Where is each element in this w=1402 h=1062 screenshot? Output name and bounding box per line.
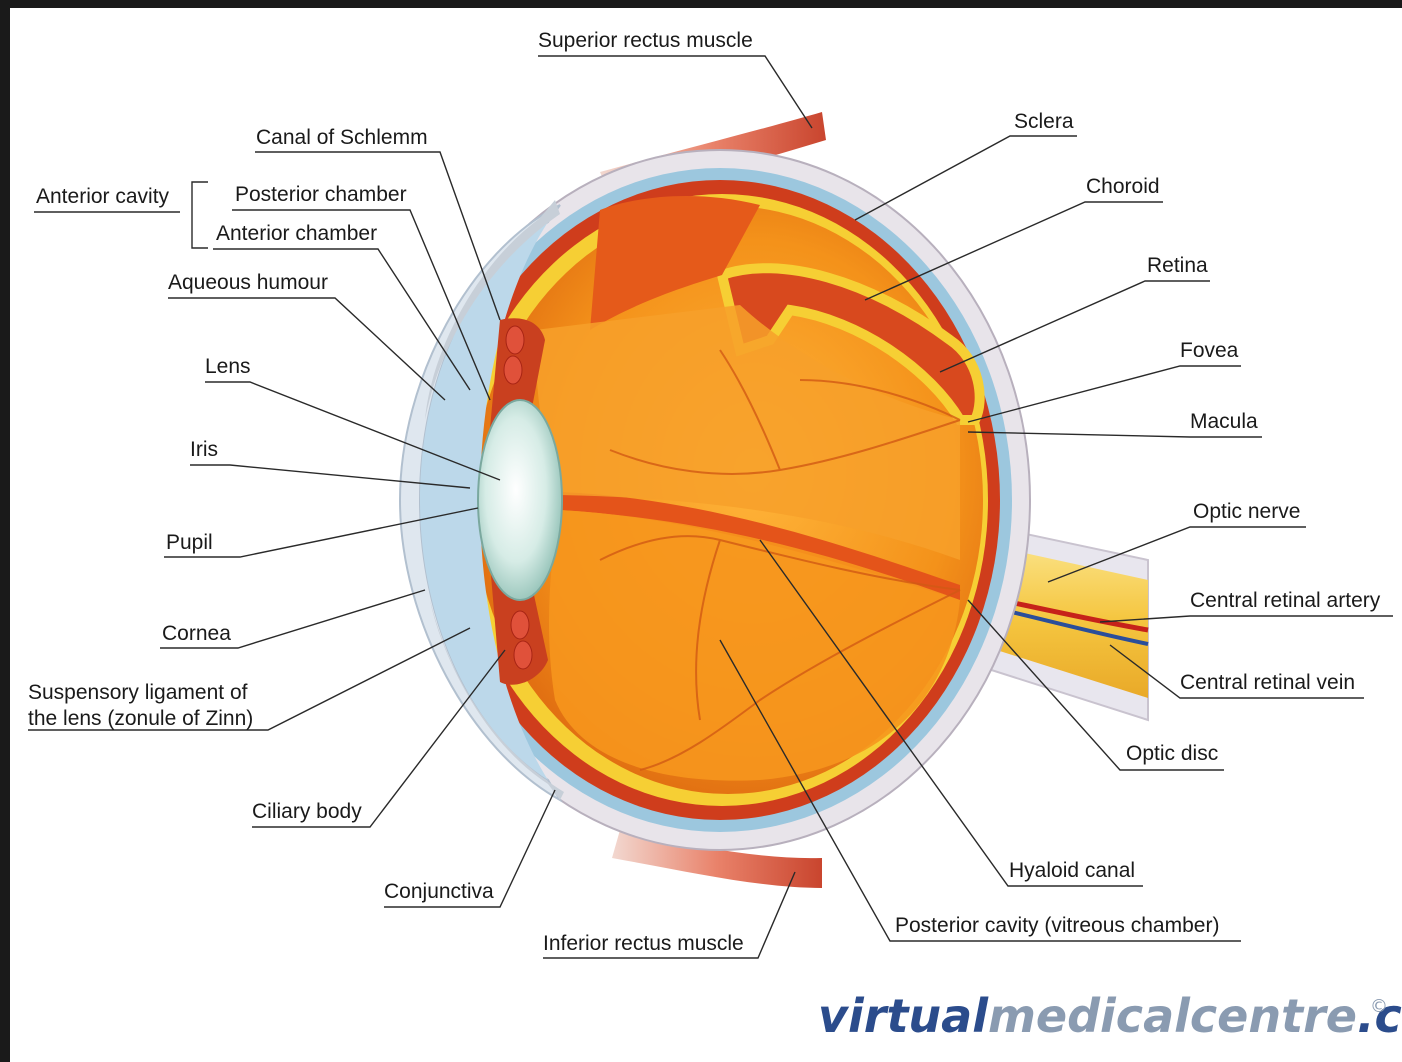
label-aqueous-humour: Aqueous humour	[168, 271, 328, 294]
eye-anatomy-diagram: Superior rectus muscle Canal of Schlemm …	[10, 8, 1402, 1062]
label-ciliary-body: Ciliary body	[252, 800, 362, 823]
label-pupil: Pupil	[166, 531, 213, 554]
label-central-retinal-artery: Central retinal artery	[1190, 589, 1381, 612]
label-optic-disc: Optic disc	[1126, 742, 1218, 765]
label-posterior-chamber: Posterior chamber	[235, 183, 407, 206]
label-lens: Lens	[205, 355, 251, 378]
label-canal-of-schlemm: Canal of Schlemm	[256, 126, 428, 149]
label-retina: Retina	[1147, 254, 1208, 277]
label-suspensory-ligament-line2: the lens (zonule of Zinn)	[28, 707, 253, 730]
label-iris: Iris	[190, 438, 218, 461]
label-macula: Macula	[1190, 410, 1258, 433]
label-superior-rectus-muscle: Superior rectus muscle	[538, 29, 753, 52]
label-conjunctiva: Conjunctiva	[384, 880, 494, 903]
label-suspensory-ligament-line1: Suspensory ligament of	[28, 681, 248, 704]
watermark-logo: virtualmedicalcentre.com ©	[818, 989, 1402, 1043]
watermark-copyright: ©	[1370, 996, 1388, 1017]
eye-diagram-canvas: Superior rectus muscle Canal of Schlemm …	[10, 8, 1402, 1062]
label-anterior-cavity: Anterior cavity	[36, 185, 170, 208]
label-optic-nerve: Optic nerve	[1193, 500, 1300, 523]
label-cornea: Cornea	[162, 622, 231, 645]
label-posterior-cavity: Posterior cavity (vitreous chamber)	[895, 914, 1219, 937]
label-choroid: Choroid	[1086, 175, 1160, 198]
lens-shape	[478, 400, 562, 600]
svg-text:virtualmedicalcentre.com: virtualmedicalcentre.com	[818, 989, 1402, 1043]
label-fovea: Fovea	[1180, 339, 1239, 362]
watermark-part2: medicalcentre	[988, 989, 1357, 1043]
eye-illustration	[400, 112, 1148, 888]
label-sclera: Sclera	[1014, 110, 1074, 133]
watermark-part1: virtual	[818, 989, 989, 1043]
label-hyaloid-canal: Hyaloid canal	[1009, 859, 1135, 882]
label-central-retinal-vein: Central retinal vein	[1180, 671, 1355, 694]
label-inferior-rectus-muscle: Inferior rectus muscle	[543, 932, 744, 955]
label-anterior-chamber: Anterior chamber	[216, 222, 377, 245]
